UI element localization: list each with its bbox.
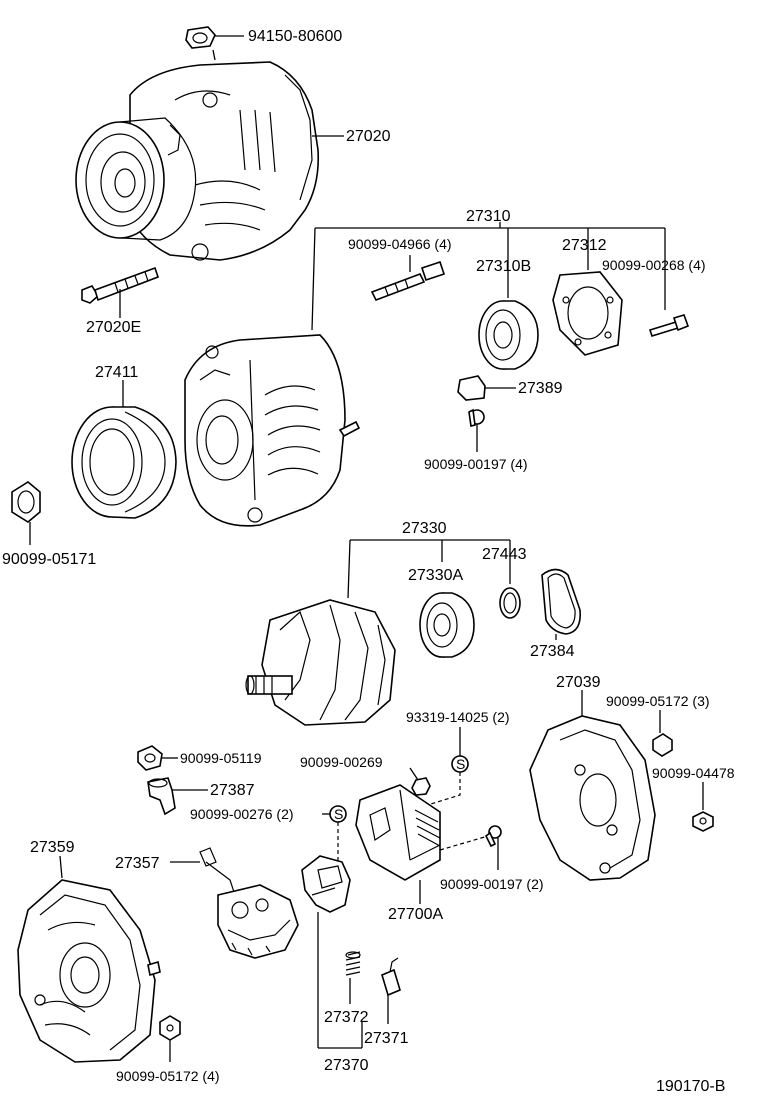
plate-screw-part (648, 314, 690, 337)
label-bearing-cover: 27389 (518, 380, 563, 397)
label-stud-nut: 90099-00269 (300, 754, 383, 770)
bearing-cover-part (457, 375, 516, 401)
s-mark-holder: S (334, 806, 343, 822)
spring-part (345, 951, 361, 1004)
diagram-id: 190170-B (656, 1078, 725, 1095)
label-pulley-nut: 90099-05171 (2, 551, 96, 568)
label-regulator-screw: 90099-00197 (2) (440, 876, 544, 892)
label-spring: 27372 (324, 1009, 369, 1026)
rectifier-part (170, 847, 299, 959)
label-rectifier: 27357 (115, 855, 160, 872)
label-insulator: 27384 (530, 643, 575, 660)
brush-holder-part (301, 855, 363, 1049)
regulator-part (355, 784, 489, 904)
label-rotor: 27330 (402, 520, 447, 537)
nut-top-part (185, 26, 244, 49)
label-rectifier-end-frame: 27359 (30, 839, 75, 856)
label-holder-screw-s: 90099-00276 (2) (190, 806, 294, 822)
stud-nut-part (409, 767, 431, 796)
rotor-group (347, 539, 511, 599)
terminal-nut-part (137, 745, 178, 771)
rotor-ring-part (499, 587, 521, 619)
rectifier-end-frame-part (17, 855, 161, 1063)
label-bearing-front: 27310B (476, 258, 531, 275)
reg-screw-s-part (404, 727, 469, 813)
brush-part (381, 957, 401, 1024)
label-brush-holder: 27370 (324, 1057, 369, 1074)
terminal-insulator-part (147, 777, 208, 816)
frame-nut-part (159, 1015, 181, 1062)
label-alternator: 27020 (346, 128, 391, 145)
label-nut-top: 94150-80600 (248, 28, 342, 45)
rotor-part (245, 599, 396, 726)
label-terminal-nut: 90099-05119 (180, 750, 262, 766)
label-rotor-ring: 27443 (482, 546, 527, 563)
label-bolt-alternator: 27020E (86, 319, 141, 336)
label-plate-screw: 90099-00268 (4) (602, 257, 706, 273)
label-terminal-insulator: 27387 (210, 782, 255, 799)
label-frame-screw: 90099-04966 (4) (348, 236, 452, 252)
s-mark-regulator: S (456, 756, 465, 772)
bearing-front-part (478, 300, 539, 370)
label-drive-end-frame: 27310 (466, 208, 511, 225)
retainer-plate-part (552, 271, 623, 356)
frame-screw-part (370, 255, 446, 302)
label-retainer-plate: 27312 (562, 237, 607, 254)
label-cover-bolt: 90099-04478 (652, 765, 735, 781)
rear-cover-part (529, 690, 656, 881)
bolt-alternator-part (81, 266, 160, 318)
label-reg-screw-s: 93319-14025 (2) (406, 709, 510, 725)
label-cover-screw: 90099-00197 (4) (424, 456, 528, 472)
insulator-part (541, 568, 582, 640)
cover-screw-part (468, 408, 485, 452)
label-brush: 27371 (364, 1030, 409, 1047)
drive-end-frame-part (184, 334, 361, 527)
regulator-screw-part (484, 825, 502, 870)
label-rear-cover: 27039 (556, 674, 601, 691)
label-pulley: 27411 (95, 364, 138, 381)
label-frame-nut: 90099-05172 (4) (116, 1068, 220, 1084)
cover-nut-part (652, 710, 673, 757)
bearing-rear-part (419, 592, 475, 658)
pulley-part (71, 380, 177, 519)
label-bearing-rear: 27330A (408, 567, 463, 584)
label-cover-nut: 90099-05172 (3) (606, 693, 710, 709)
cover-bolt-part (692, 782, 714, 832)
alternator-assembly (75, 49, 344, 261)
drive-end-frame-group (311, 222, 666, 331)
label-regulator: 27700A (388, 906, 443, 923)
pulley-nut-part (11, 481, 41, 545)
